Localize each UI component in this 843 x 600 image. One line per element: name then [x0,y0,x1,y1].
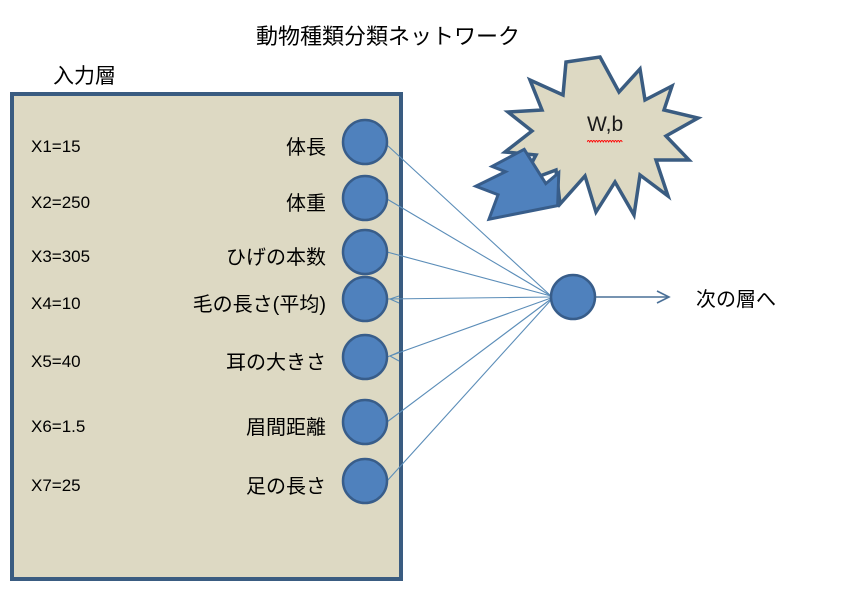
input-value-label: X3=305 [31,247,91,266]
connection-arrowheads [389,295,400,362]
input-node[interactable] [341,228,389,276]
output-arrow [596,290,671,304]
connection-line [386,198,552,297]
connection-line [386,297,552,358]
input-value-label: X5=40 [31,352,81,371]
page-title: 動物種類分類ネットワーク [256,24,521,49]
input-feature-label: 足の長さ [246,476,326,498]
connection-line [386,251,552,297]
input-value-label: X4=10 [31,294,81,313]
input-feature-label: 体長 [286,137,326,159]
summation-neuron[interactable] [549,273,597,321]
starburst-callout [500,55,703,221]
block-arrow-down-left [472,147,561,222]
input-node[interactable] [341,333,389,381]
input-value-label: X7=25 [31,476,81,495]
connection-line [386,298,552,423]
input-value-label: X1=15 [31,137,81,156]
connection-line [386,296,552,300]
input-node[interactable] [341,457,389,505]
connection-lines [386,144,552,482]
input-feature-label: 体重 [286,193,326,215]
input-value-label: X6=1.5 [31,417,86,436]
input-layer-box [10,92,403,581]
input-node[interactable] [341,275,389,323]
input-nodes [341,118,389,505]
spellcheck-squiggle-icon [587,140,623,143]
input-feature-label: 耳の大きさ [226,352,326,374]
input-feature-label: 毛の長さ(平均) [192,294,326,316]
input-node[interactable] [341,174,389,222]
input-layer-label: 入力層 [53,65,116,88]
weights-bias-text: W,b [587,113,624,136]
input-node[interactable] [341,398,389,446]
input-node[interactable] [341,118,389,166]
input-feature-label: ひげの本数 [226,247,326,269]
weights-bias-label: W,b [587,113,624,143]
input-feature-label: 眉間距離 [246,417,326,439]
connection-line [386,299,552,482]
next-layer-label: 次の層へ [696,289,776,311]
connection-line [386,144,552,297]
input-value-label: X2=250 [31,193,91,212]
